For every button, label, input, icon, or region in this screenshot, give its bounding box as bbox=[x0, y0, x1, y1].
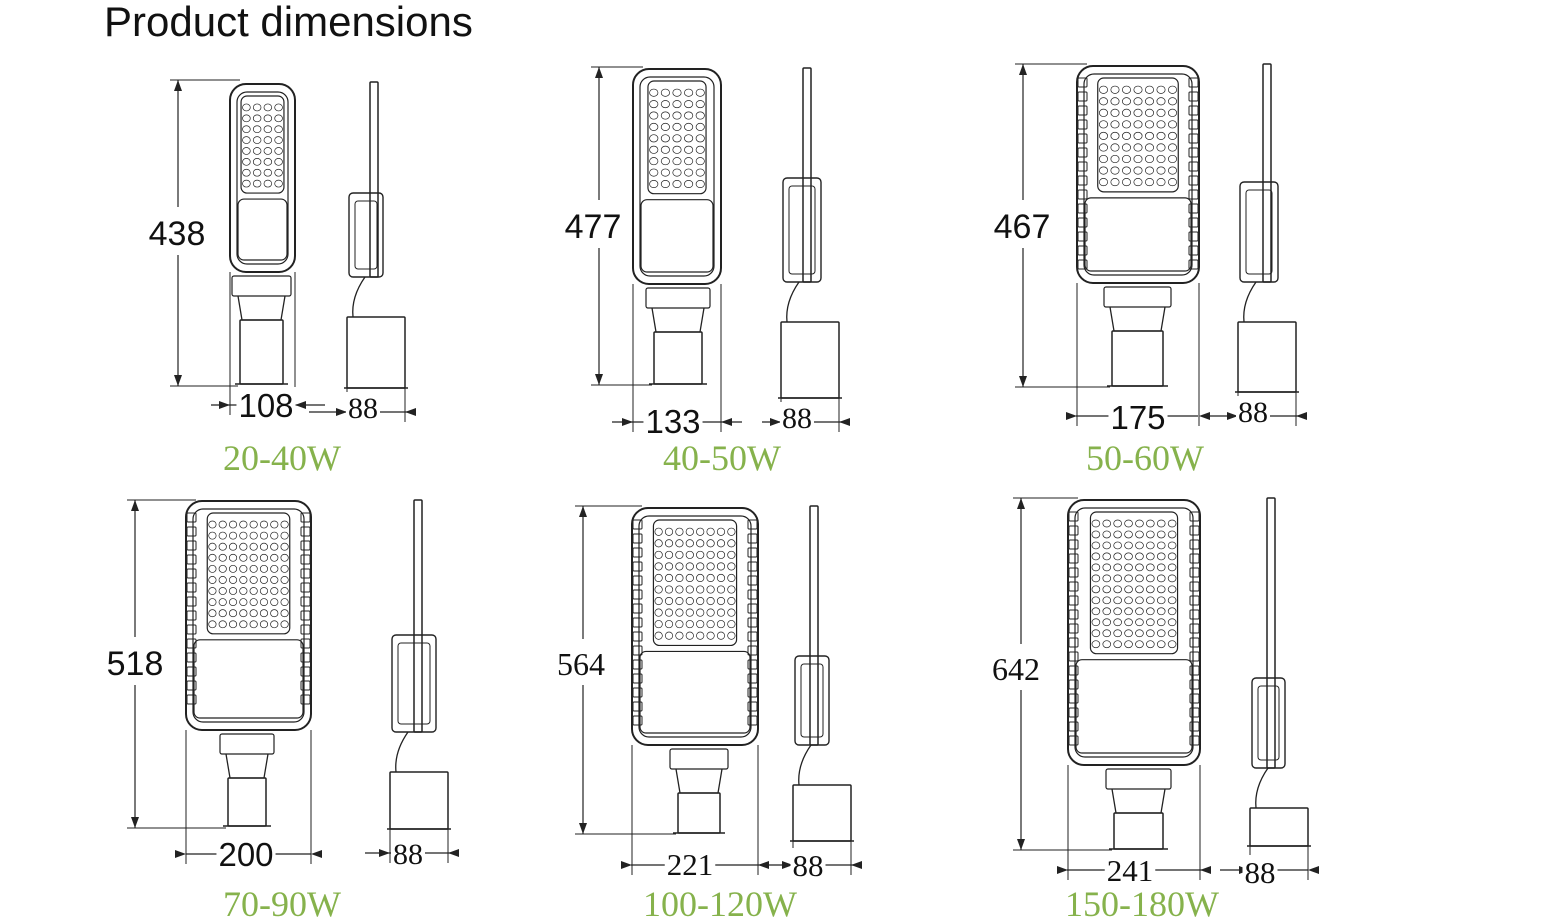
label-backing bbox=[643, 403, 703, 440]
height-dimension bbox=[591, 66, 652, 386]
label-backing bbox=[1104, 853, 1156, 888]
height-dimension bbox=[170, 79, 240, 387]
height-value: 438 bbox=[149, 215, 206, 253]
label-backing bbox=[391, 838, 425, 871]
width-value: 175 bbox=[1110, 399, 1165, 436]
height-value: 564 bbox=[557, 646, 605, 682]
luminaire-front-view bbox=[185, 500, 312, 827]
luminaire-front-view bbox=[1076, 65, 1200, 387]
wattage-label: 50-60W bbox=[1086, 438, 1204, 478]
width-dimension bbox=[1066, 283, 1210, 426]
wattage-label: 70-90W bbox=[223, 884, 341, 921]
luminaire-side-view bbox=[387, 499, 451, 830]
luminaire-front-view bbox=[631, 507, 759, 834]
product-drawing: 642 241 88 150-180W bbox=[992, 497, 1319, 921]
page-title: Product dimensions bbox=[104, 0, 473, 45]
width-value: 133 bbox=[645, 403, 700, 440]
height-value: 467 bbox=[994, 208, 1051, 246]
luminaire-side-view bbox=[1247, 497, 1311, 847]
luminaire-front-view bbox=[1067, 499, 1201, 850]
label-backing bbox=[1236, 396, 1270, 429]
depth-value: 88 bbox=[793, 848, 824, 883]
label-backing bbox=[790, 848, 826, 883]
product-drawing: 518 200 88 70-90W bbox=[107, 499, 459, 921]
height-value: 642 bbox=[992, 651, 1040, 687]
depth-value: 88 bbox=[782, 402, 812, 435]
label-backing bbox=[780, 402, 814, 435]
label-backing bbox=[346, 392, 380, 425]
luminaire-front-view bbox=[632, 68, 722, 385]
height-value: 477 bbox=[565, 208, 622, 246]
luminaire-side-view bbox=[344, 81, 408, 389]
label-backing bbox=[216, 836, 276, 873]
width-value: 221 bbox=[667, 847, 714, 882]
luminaire-side-view bbox=[1235, 63, 1299, 393]
label-backing bbox=[1108, 399, 1168, 436]
height-value: 518 bbox=[107, 645, 164, 683]
depth-value: 88 bbox=[1238, 396, 1268, 429]
label-backing bbox=[1242, 855, 1278, 890]
luminaire-front-view bbox=[229, 83, 296, 385]
luminaire-side-view bbox=[778, 67, 842, 399]
product-drawing: 467 175 88 50-60W bbox=[994, 63, 1307, 478]
depth-value: 88 bbox=[1245, 855, 1276, 890]
height-dimension bbox=[575, 505, 676, 835]
width-value: 108 bbox=[238, 387, 293, 424]
width-dimension bbox=[175, 730, 322, 864]
depth-value: 88 bbox=[393, 838, 423, 871]
wattage-label: 20-40W bbox=[223, 438, 341, 478]
depth-value: 88 bbox=[348, 392, 378, 425]
wattage-label: 100-120W bbox=[643, 884, 797, 921]
width-value: 241 bbox=[1107, 853, 1154, 888]
wattage-label: 40-50W bbox=[663, 438, 781, 478]
height-dimension bbox=[127, 499, 226, 829]
width-value: 200 bbox=[218, 836, 273, 873]
height-dimension bbox=[1013, 497, 1112, 851]
label-backing bbox=[664, 847, 716, 882]
luminaire-side-view bbox=[790, 505, 854, 842]
height-dimension bbox=[1015, 63, 1110, 388]
label-backing bbox=[236, 387, 296, 424]
wattage-label: 150-180W bbox=[1065, 884, 1219, 921]
